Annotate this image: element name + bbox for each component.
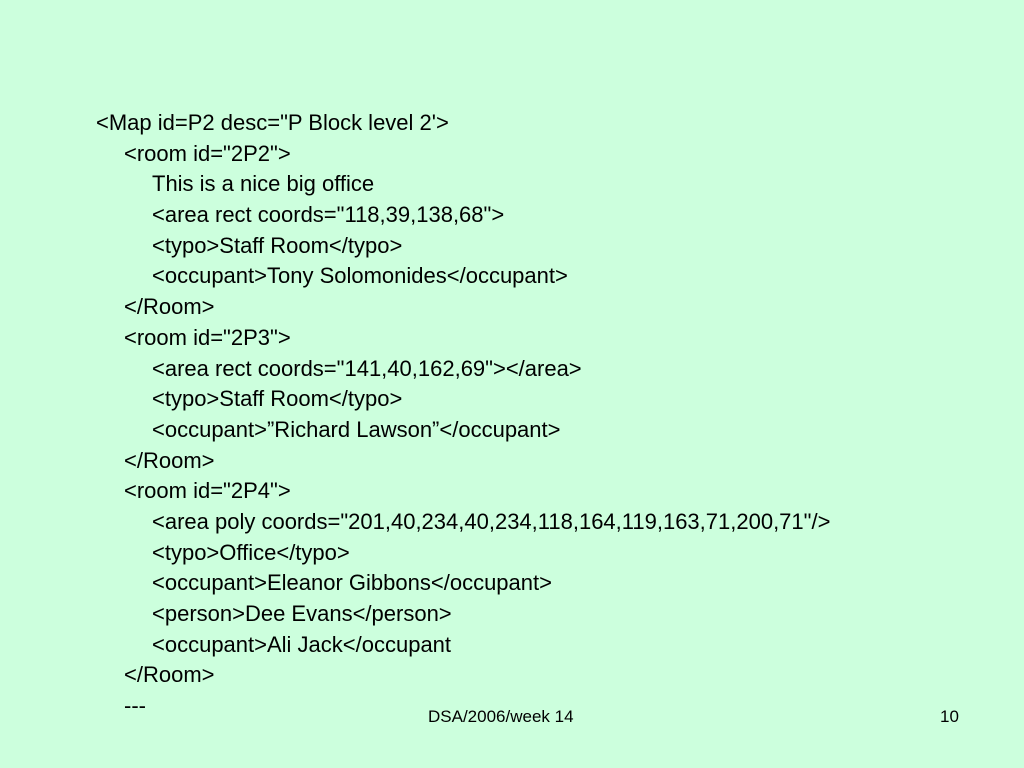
- code-line: ---: [124, 693, 146, 719]
- code-line: <area rect coords="118,39,138,68">: [152, 202, 505, 228]
- code-line: <room id="2P2">: [124, 140, 291, 166]
- code-line: <room id="2P4">: [124, 478, 291, 504]
- code-line: <occupant>”Richard Lawson”</occupant>: [152, 416, 561, 442]
- code-line: <typo>Staff Room</typo>: [152, 232, 403, 258]
- code-line: <typo>Staff Room</typo>: [152, 386, 403, 412]
- code-line: </Room>: [124, 294, 215, 320]
- code-line: <person>Dee Evans</person>: [152, 601, 452, 626]
- code-line: <typo>Office</typo>: [152, 539, 350, 565]
- code-line: <area rect coords="141,40,162,69"></area…: [152, 355, 582, 381]
- code-line: <occupant>Ali Jack</occupant: [152, 631, 452, 657]
- code-line: <room id="2P3">: [124, 324, 291, 350]
- code-line: <area poly coords="201,40,234,40,234,118…: [152, 508, 831, 534]
- code-line: </Room>: [124, 447, 215, 473]
- code-line: <occupant>Eleanor Gibbons</occupant>: [152, 570, 552, 596]
- code-line: </Room>: [124, 662, 215, 688]
- code-line: This is a nice big office: [152, 171, 375, 197]
- code-line: <Map id=P2 desc="P Block level 2'>: [96, 110, 449, 135]
- code-line: <occupant>Tony Solomonides</occupant>: [152, 263, 568, 289]
- slide-page-number: 10: [940, 707, 959, 726]
- xml-code-block: <Map id=P2 desc="P Block level 2'> <room …: [96, 108, 996, 722]
- footer-course-label: DSA/2006/week 14: [428, 707, 574, 726]
